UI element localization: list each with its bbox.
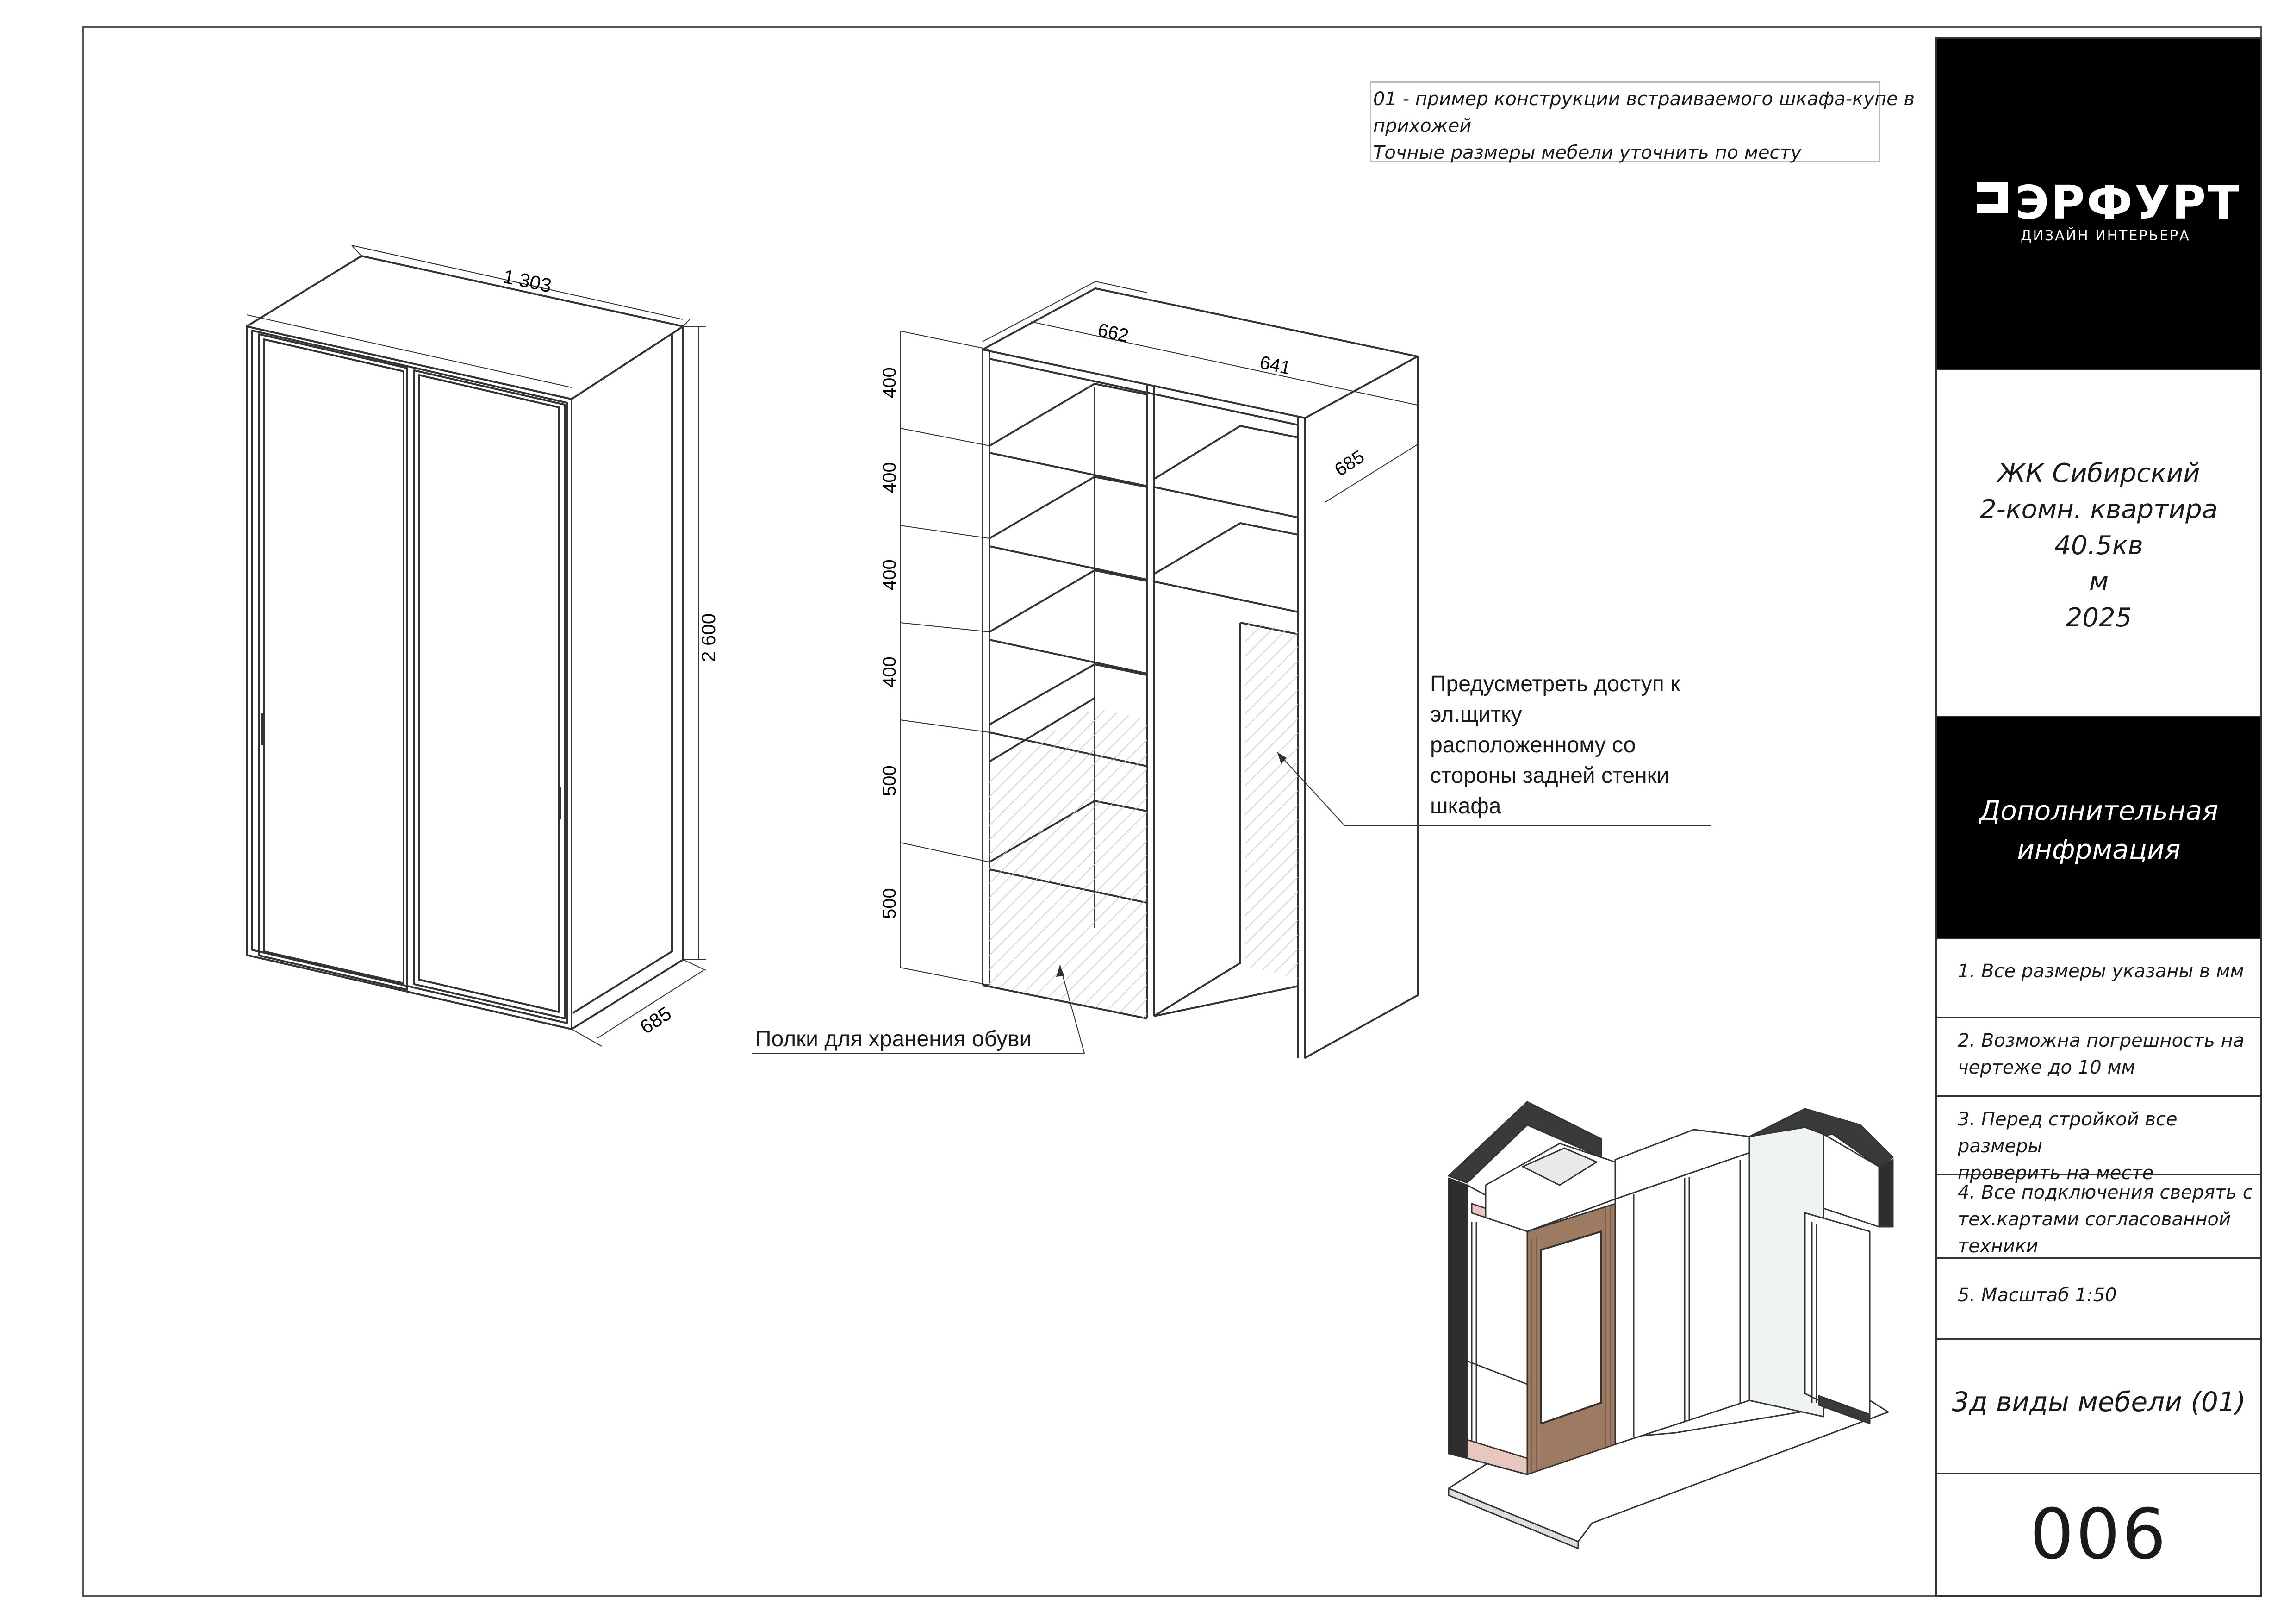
note-item-4: 4. Все подключения сверять с тех.картами… (1937, 1175, 2260, 1259)
furniture-3d-render (1448, 1101, 1894, 1549)
wardrobe-depth-dim: 685 (636, 1002, 675, 1038)
note-item-3: 3. Перед стройкой все размеры проверить … (1937, 1097, 2260, 1184)
extra-info-cell: Дополнительная инфрмация (1937, 717, 2260, 939)
logo-cell: ЭРФУРТ ДИЗАЙН ИНТЕРЬЕРА (1937, 39, 2260, 370)
shelf-height-dim-4: 400 (879, 656, 900, 687)
project-line-4: 2025 (2066, 603, 2132, 633)
note-item-3-line-2: проверить на месте (1958, 1162, 2154, 1184)
callout-panel-line-3: расположенному со (1430, 733, 1636, 757)
note-item-1: 1. Все размеры указаны в мм (1937, 939, 2260, 1018)
note-line-2: прихожей (1373, 115, 1472, 137)
note-item-2: 2. Возможна погрешность на чертеже до 10… (1937, 1018, 2260, 1097)
callout-shoe-shelves: Полки для хранения обуви (755, 1027, 1032, 1051)
wardrobe-closed-view (246, 245, 706, 1047)
shelf-height-dim-5: 500 (879, 765, 900, 796)
note-item-4-line-1: 4. Все подключения сверять с (1958, 1182, 2253, 1203)
sheet-number-cell: 006 (1937, 1474, 2260, 1597)
note-item-1-line-1: 1. Все размеры указаны в мм (1958, 961, 2244, 982)
project-cell: ЖК Сибирский 2-комн. квартира 40.5кв м 2… (1937, 370, 2260, 717)
shelf-height-dim-1: 400 (879, 367, 900, 398)
callout-panel-line-4: стороны задней стенки (1430, 763, 1669, 788)
note-item-3-line-1: 3. Перед стройкой все размеры (1958, 1109, 2178, 1157)
view-title-cell: 3д виды мебели (01) (1937, 1340, 2260, 1474)
view-title: 3д виды мебели (01) (1952, 1386, 2246, 1418)
note-item-4-line-3: техники (1958, 1236, 2038, 1257)
callout-panel-line-2: эл.щитку (1430, 702, 1522, 727)
shelf-height-dims: 400 400 400 400 500 500 (879, 367, 900, 919)
callout-panel-line-1: Предусметреть доступ к (1430, 672, 1680, 696)
note-item-2-line-2: чертеже до 10 мм (1958, 1057, 2135, 1078)
project-line-3: м (2089, 567, 2109, 597)
sheet-number: 006 (2029, 1494, 2168, 1575)
project-line-1: ЖК Сибирский (1997, 458, 2200, 488)
note-line-3: Точные размеры мебели уточнить по месту (1373, 142, 1802, 163)
shelf-height-dim-6: 500 (879, 888, 900, 919)
shelf-height-dim-2: 400 (879, 462, 900, 493)
logo-mark-icon (1977, 182, 2008, 213)
note-item-2-line-1: 2. Возможна погрешность на (1958, 1030, 2245, 1051)
note-item-5: 5. Масштаб 1:50 (1937, 1259, 2260, 1340)
callout-panel-line-5: шкафа (1430, 794, 1501, 818)
extra-info-line-1: Дополнительная (1979, 795, 2218, 826)
note-line-1: 01 - пример конструкции встраиваемого шк… (1373, 88, 1915, 110)
logo-text: ЭРФУРТ (2015, 175, 2241, 230)
callout-electrical-panel: Предусметреть доступ к эл.щитку располож… (1430, 669, 1680, 822)
project-line-2: 2-комн. квартира 40.5кв (1980, 494, 2218, 561)
note-item-4-line-2: тех.картами согласованной (1958, 1209, 2231, 1230)
title-block: ЭРФУРТ ДИЗАЙН ИНТЕРЬЕРА ЖК Сибирский 2-к… (1935, 37, 2262, 1597)
drawing-note: 01 - пример конструкции встраиваемого шк… (1370, 81, 1915, 163)
extra-info-line-2: инфрмация (2017, 834, 2181, 865)
note-item-5-line-1: 5. Масштаб 1:50 (1958, 1285, 2117, 1306)
logo-subtitle: ДИЗАЙН ИНТЕРЬЕРА (2021, 228, 2190, 244)
wardrobe-interior-view (752, 281, 1711, 1059)
wardrobe-height-dim: 2 600 (697, 613, 719, 662)
shelf-height-dim-3: 400 (879, 559, 900, 590)
